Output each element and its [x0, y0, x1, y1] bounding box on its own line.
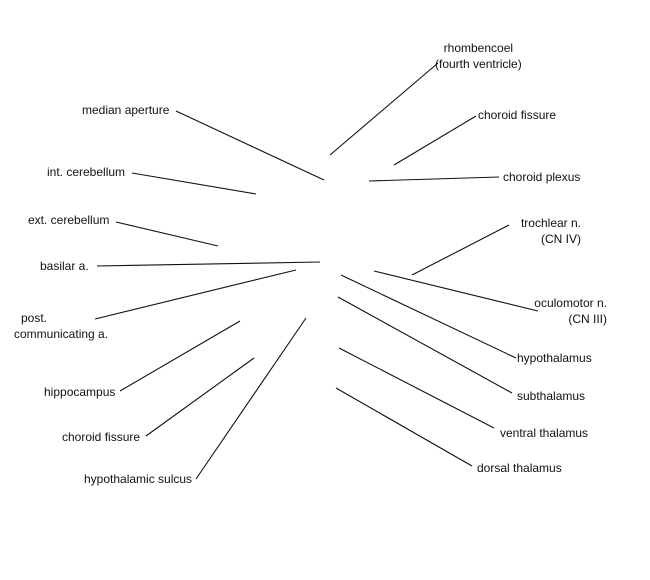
leader-line-hypothalamic-sulcus — [195, 317, 307, 480]
label-oculomotor: oculomotor n. (CN III) — [520, 295, 607, 327]
leader-line-choroid-fissure-upper — [393, 115, 477, 166]
leader-line-choroid-plexus — [368, 176, 500, 182]
label-hypothalamic-sulcus: hypothalamic sulcus — [84, 472, 193, 486]
label-dorsal-thalamus: dorsal thalamus — [477, 461, 562, 475]
label-basilar: basilar a. — [40, 259, 89, 273]
label-oculomotor-line2: (CN III) — [568, 312, 607, 326]
leader-line-dorsal-thalamus — [335, 387, 473, 467]
label-ext-cerebellum: ext. cerebellum — [28, 213, 110, 227]
label-rhombencoel-line2: (fourth ventricle) — [435, 57, 522, 71]
label-median-aperture: median aperture — [82, 103, 170, 117]
label-rhombencoel: rhombencoel (fourth ventricle) — [435, 40, 522, 72]
label-choroid-fissure-lower: choroid fissure — [62, 430, 141, 444]
label-hippocampus: hippocampus — [44, 385, 116, 399]
leader-line-ventral-thalamus — [338, 347, 495, 429]
leader-line-rhombencoel — [329, 62, 439, 156]
leader-line-choroid-fissure-lower — [145, 357, 255, 437]
label-choroid-plexus: choroid plexus — [503, 170, 581, 184]
label-subthalamus: subthalamus — [517, 389, 586, 403]
leader-line-int-cerebellum — [131, 172, 257, 195]
leader-line-oculomotor — [373, 270, 539, 312]
label-post-communicating-line2: communicating a. — [14, 327, 109, 341]
leader-line-hippocampus — [119, 320, 241, 392]
label-rhombencoel-line1: rhombencoel — [443, 41, 514, 55]
label-trochlear-line2: (CN IV) — [541, 232, 581, 246]
leader-line-subthalamus — [337, 296, 513, 394]
leader-line-median-aperture — [175, 110, 325, 181]
label-ventral-thalamus: ventral thalamus — [500, 426, 589, 440]
label-int-cerebellum: int. cerebellum — [47, 165, 126, 179]
label-post-communicating: post. communicating a. — [14, 310, 108, 342]
label-post-communicating-line1: post. — [21, 311, 48, 325]
leader-line-hypothalamus — [340, 274, 517, 359]
leader-line-ext-cerebellum — [115, 221, 219, 247]
label-trochlear-line1: trochlear n. — [520, 216, 581, 230]
label-trochlear: trochlear n. (CN IV) — [500, 215, 581, 247]
label-hypothalamus: hypothalamus — [517, 351, 592, 365]
label-choroid-fissure-upper: choroid fissure — [478, 108, 557, 122]
label-oculomotor-line1: oculomotor n. — [534, 296, 607, 310]
leader-line-post-communicating — [94, 269, 297, 320]
leader-line-basilar — [96, 261, 321, 267]
leader-line-trochlear — [411, 224, 510, 276]
